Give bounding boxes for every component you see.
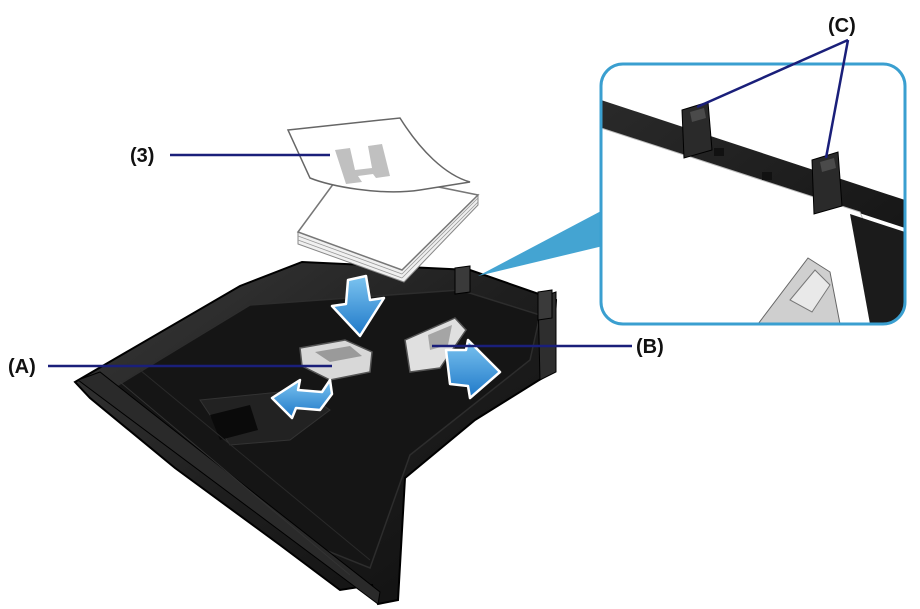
down-arrow-icon (330, 274, 386, 338)
slide-left-arrow-icon (270, 378, 334, 420)
paper-cassette (73, 260, 558, 606)
cassette-back-tab (537, 289, 553, 321)
sheet-printed-letter (335, 144, 390, 184)
stopper-c-right (811, 151, 843, 215)
zoom-wedge (478, 210, 603, 276)
label-paper-guide-a: (A) (8, 356, 36, 378)
inset-closeup (599, 62, 907, 326)
label-paper-stack: (3) (130, 145, 154, 167)
leader-line-c2 (824, 39, 850, 159)
slide-right-arrow-icon (444, 338, 502, 400)
inset-border (599, 62, 907, 326)
label-paper-guide-b: (B) (636, 336, 664, 358)
stopper-c-left (681, 101, 713, 159)
leader-line-c1 (696, 38, 849, 109)
leader-lines (48, 38, 850, 368)
label-stoppers-c: (C) (828, 15, 856, 37)
cassette-slot (210, 405, 258, 440)
cassette-front-lip (76, 371, 381, 605)
paper-stack (286, 117, 480, 283)
cassette-back-tab (454, 265, 471, 295)
